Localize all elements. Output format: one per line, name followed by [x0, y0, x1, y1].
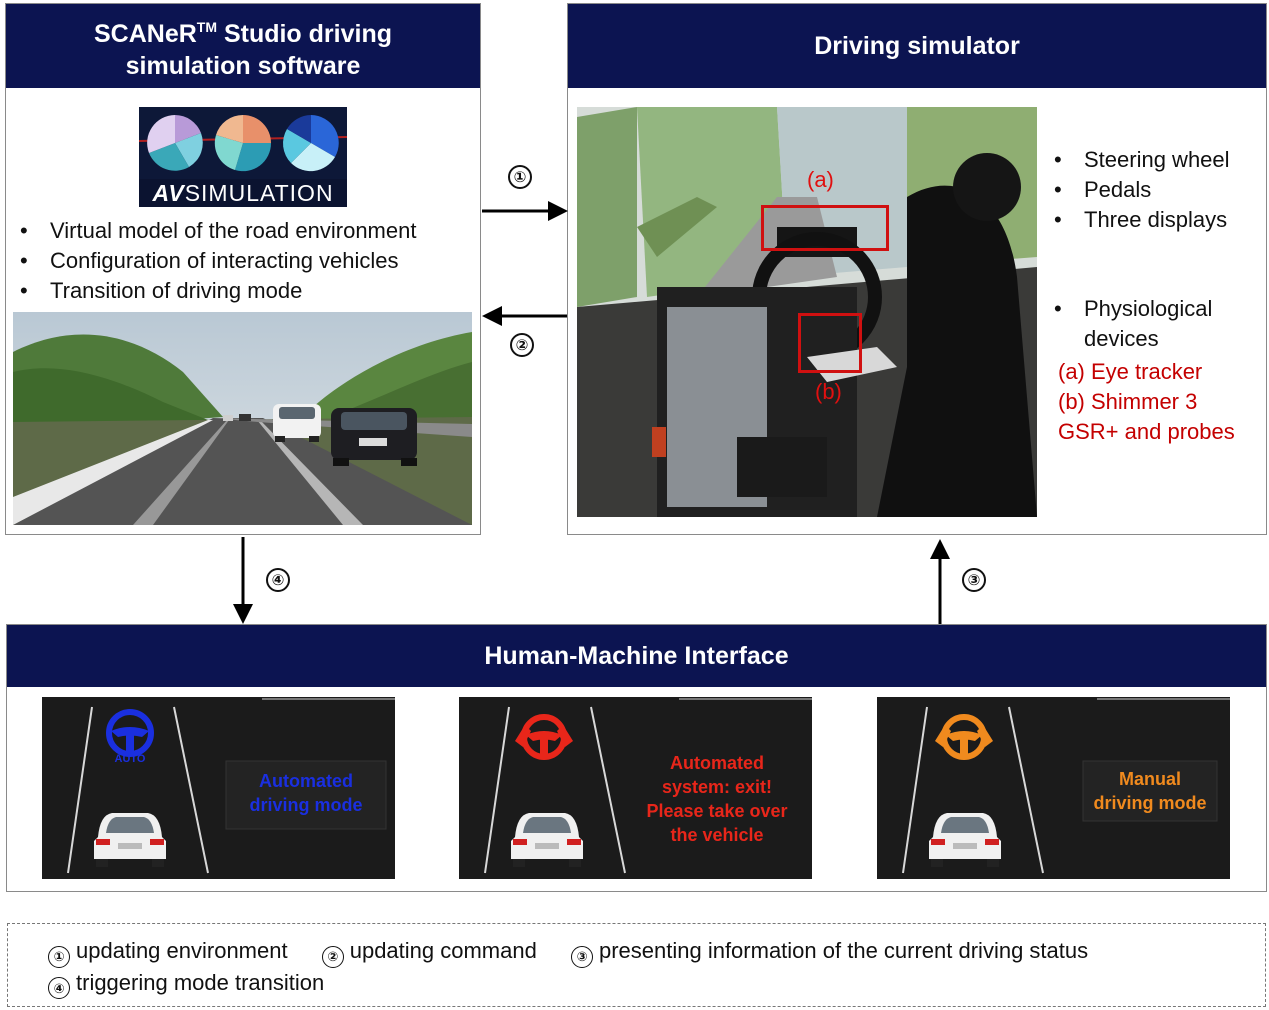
takeover-text: Automated system: exit! Please take over…	[646, 753, 788, 845]
arrow-3-label: ③	[962, 568, 986, 592]
device-line: GSR+ and probes	[1058, 419, 1235, 444]
device-line: (a) Eye tracker	[1058, 359, 1203, 384]
car-rear-icon	[929, 813, 1001, 867]
gsr-label: (b)	[815, 379, 842, 404]
simulator-panel: Driving simulator (a) (b) St	[567, 3, 1267, 535]
eye-tracker-label: (a)	[807, 167, 834, 192]
manual-mode-text: Manual driving mode	[1093, 769, 1207, 813]
simulator-component-item: Pedals	[1048, 175, 1230, 205]
software-title-line1: SCANeRTM Studio driving	[93, 18, 392, 48]
physio-item: Physiological devices	[1048, 294, 1212, 354]
arrow-2-label: ②	[510, 333, 534, 357]
simulator-panel-header: Driving simulator	[568, 4, 1266, 88]
logo-wordmark: AVSIMULATION	[152, 180, 334, 206]
car-rear-icon	[94, 813, 166, 867]
simulator-component-item: Steering wheel	[1048, 145, 1230, 175]
physio-list: Physiological devices	[1048, 294, 1212, 354]
arrow-1	[482, 201, 568, 221]
car-rear-icon	[511, 813, 583, 867]
physio-devices-text: (a) Eye tracker (b) Shimmer 3 GSR+ and p…	[1058, 357, 1235, 447]
device-line: (b) Shimmer 3	[1058, 389, 1198, 414]
hmi-screen-manual: Manual driving mode	[877, 697, 1230, 879]
hmi-screen-takeover: Automated system: exit! Please take over…	[459, 697, 812, 879]
arrow-4	[233, 537, 253, 624]
avsimulation-logo: AVSIMULATION	[139, 107, 347, 207]
arrow-4-label: ④	[266, 568, 290, 592]
hmi-panel-header: Human-Machine Interface	[7, 625, 1266, 687]
automated-mode-text: Automated driving mode	[249, 771, 363, 815]
software-panel-header: SCANeRTM Studio driving simulation softw…	[6, 4, 480, 88]
software-panel: SCANeRTM Studio driving simulation softw…	[5, 3, 481, 535]
software-feature-item: Virtual model of the road environment	[14, 216, 416, 246]
auto-icon-label: AUTO	[114, 753, 146, 765]
steering-wheel-hands-icon	[935, 714, 993, 760]
black-car-graphic	[331, 408, 417, 466]
gsr-highlight-box	[798, 313, 862, 373]
arrow-3	[930, 539, 950, 624]
steering-wheel-icon	[106, 709, 154, 757]
arrow-1-label: ①	[508, 165, 532, 189]
software-features-list: Virtual model of the road environment Co…	[14, 216, 416, 306]
simulator-components-list: Steering wheel Pedals Three displays	[1048, 145, 1230, 235]
steering-wheel-hands-icon	[515, 714, 573, 760]
simulator-photo: (a) (b)	[577, 107, 1037, 517]
arrow-2	[482, 306, 567, 326]
hmi-screen-automated: AUTO Automated driving mode	[42, 697, 395, 879]
software-title-line2: simulation software	[125, 51, 361, 80]
road-simulation-image	[13, 312, 472, 525]
logo-pie-graphic	[139, 107, 347, 179]
eye-tracker-highlight-box	[761, 205, 889, 251]
software-feature-item: Transition of driving mode	[14, 276, 416, 306]
software-feature-item: Configuration of interacting vehicles	[14, 246, 416, 276]
white-car-graphic	[273, 404, 321, 442]
simulator-component-item: Three displays	[1048, 205, 1230, 235]
